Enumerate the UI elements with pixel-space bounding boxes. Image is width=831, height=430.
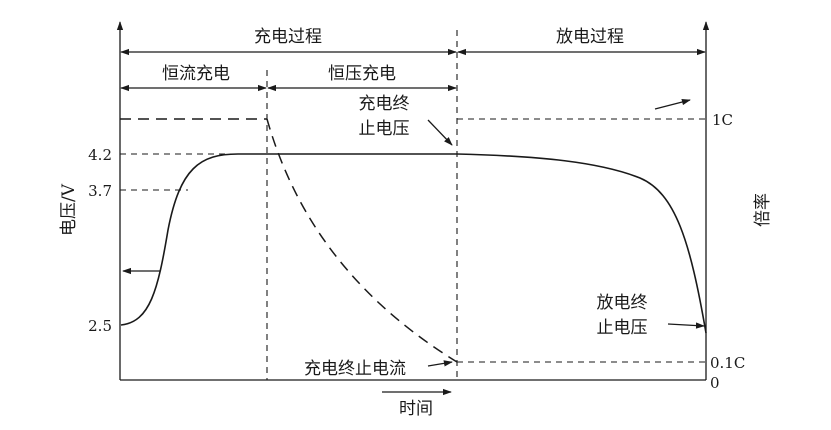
tick-3-7: 3.7 [88,182,112,200]
tick-1c: 1C [712,111,733,129]
phase-charge: 充电过程 [254,27,322,47]
tick-4-2: 4.2 [88,146,112,164]
tick-2-5: 2.5 [88,317,112,335]
charge-end-current: 充电终止电流 [304,359,406,379]
x-label: 时间 [399,399,433,419]
voltage-curve [120,153,707,334]
y-left-label: 电压/V [59,183,79,236]
charge-end-voltage-pointer [427,119,453,146]
phase-cv: 恒压充电 [328,64,396,84]
tick-0: 0 [710,374,720,392]
phase-cc: 恒流充电 [162,64,230,84]
phase-discharge: 放电过程 [556,27,624,47]
charge-end-voltage-line2: 止电压 [359,119,410,139]
discharge-end-voltage-line1: 放电终 [597,293,648,313]
discharge-end-voltage-line2: 止电压 [597,318,648,338]
charge-current-curve [266,118,458,363]
charge-end-voltage-line1: 充电终 [359,94,410,114]
discharge-end-voltage-pointer [667,322,705,329]
charge-end-current-pointer [427,360,453,367]
y-right-label: 倍率 [753,193,773,227]
rate-axis-pointer [654,98,691,110]
tick-0-1c: 0.1C [710,354,745,372]
